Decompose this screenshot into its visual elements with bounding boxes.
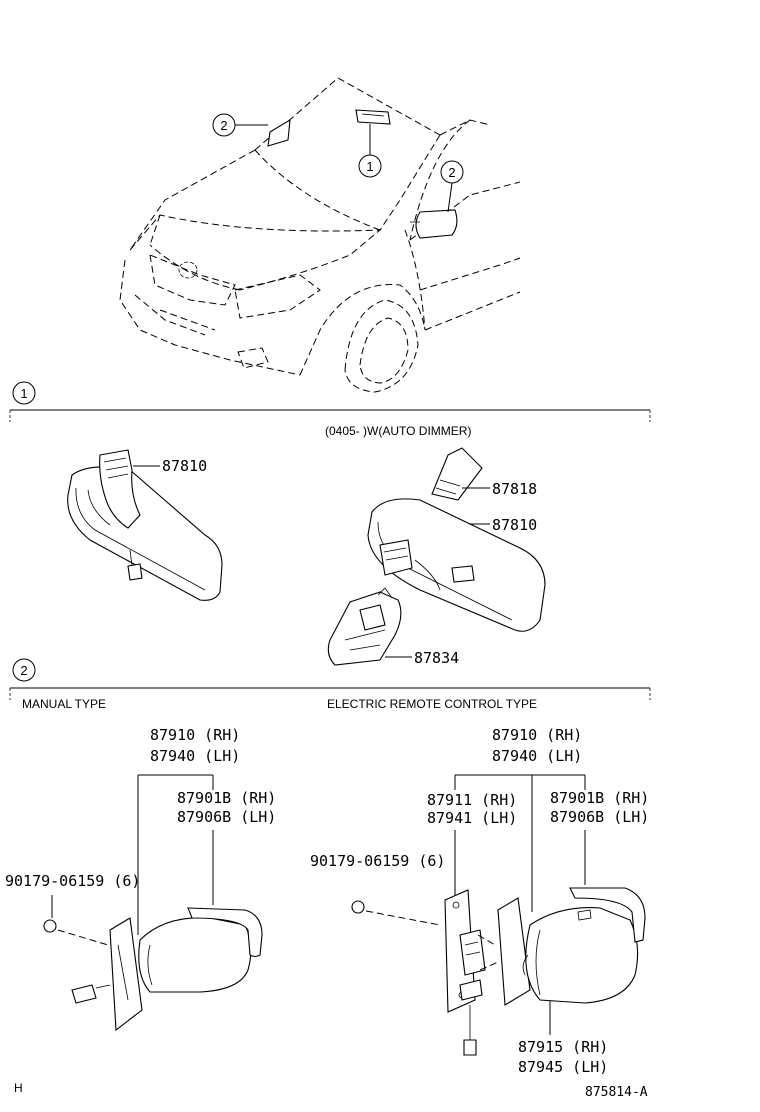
- inner-mirror-left: 87810: [67, 449, 223, 601]
- electric-mirror: [351, 887, 646, 1056]
- electric-type-labels: 87910 (RH) 87940 (LH) 87911 (RH) 87941 (…: [310, 726, 649, 1076]
- part-87818: 87818: [492, 480, 537, 498]
- manual-screw: 90179-06159 (6): [5, 872, 140, 890]
- section-2-marker: 2: [20, 663, 27, 678]
- electric-base-rh: 87911 (RH): [427, 791, 517, 809]
- section-1-marker: 1: [20, 386, 27, 401]
- car-illustration: [119, 77, 521, 393]
- manual-assy-rh: 87910 (RH): [150, 726, 240, 744]
- manual-cover-rh: 87901B (RH): [177, 789, 276, 807]
- footer: H 875814-A: [14, 1081, 648, 1100]
- electric-base-lh: 87941 (LH): [427, 809, 517, 827]
- callout-1-car: 1: [366, 159, 373, 174]
- manual-cover-lh: 87906B (LH): [177, 808, 276, 826]
- electric-outer-lh: 87945 (LH): [518, 1058, 608, 1076]
- manual-type-label: MANUAL TYPE: [22, 697, 106, 711]
- electric-screw: 90179-06159 (6): [310, 852, 445, 870]
- part-87810-left: 87810: [162, 457, 207, 475]
- section-2-header: 2 MANUAL TYPE ELECTRIC REMOTE CONTROL TY…: [9, 658, 651, 711]
- electric-cover-rh: 87901B (RH): [550, 789, 649, 807]
- electric-cover-lh: 87906B (LH): [550, 808, 649, 826]
- car-callouts: 2 1 2: [212, 113, 464, 213]
- electric-outer-rh: 87915 (RH): [518, 1038, 608, 1056]
- electric-type-label: ELECTRIC REMOTE CONTROL TYPE: [327, 697, 537, 711]
- part-87834: 87834: [414, 649, 459, 667]
- section-1-header: 1 (0405- )W(AUTO DIMMER): [9, 381, 651, 438]
- manual-assy-lh: 87940 (LH): [150, 747, 240, 765]
- callout-2-right: 2: [448, 165, 455, 180]
- variant-note: (0405- )W(AUTO DIMMER): [325, 424, 471, 438]
- inner-mirror-right: 87818 87810 87834: [327, 447, 546, 667]
- drawing-number: 875814-A: [585, 1085, 648, 1100]
- callout-2-left: 2: [220, 118, 227, 133]
- manual-type-labels: 87910 (RH) 87940 (LH) 87901B (RH) 87906B…: [5, 726, 276, 935]
- manual-mirror: [43, 907, 263, 1032]
- part-87810-right: 87810: [492, 516, 537, 534]
- electric-assy-rh: 87910 (RH): [492, 726, 582, 744]
- footer-mark: H: [14, 1081, 23, 1095]
- electric-assy-lh: 87940 (LH): [492, 747, 582, 765]
